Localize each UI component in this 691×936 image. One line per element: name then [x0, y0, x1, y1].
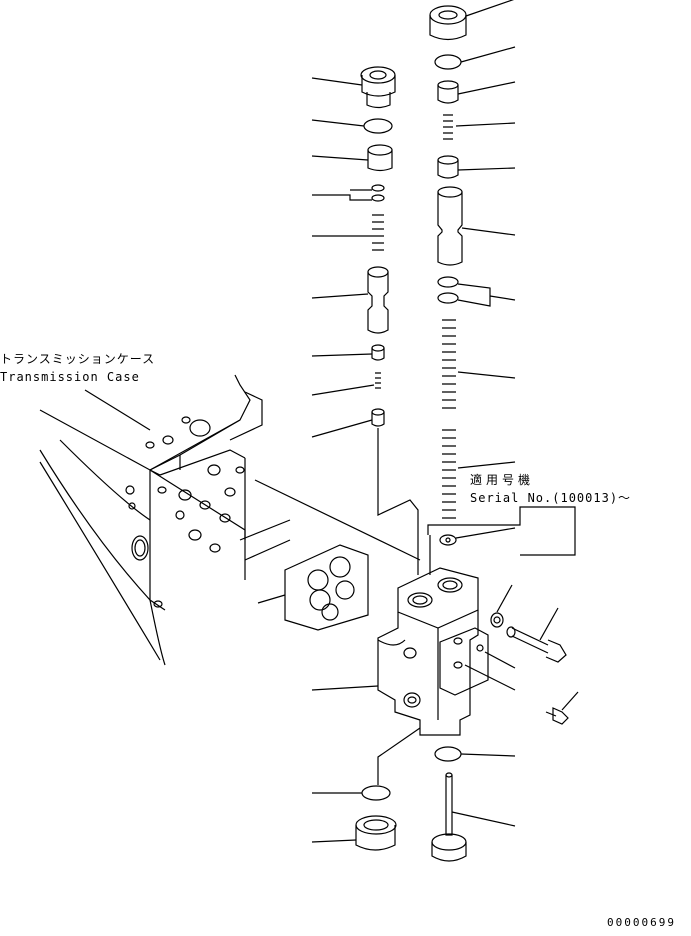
- right-column-parts: [428, 0, 575, 861]
- serial-applicability-label-jp: 適用号機: [470, 473, 535, 487]
- case-leader-line: [85, 390, 150, 430]
- left-column-parts: [312, 67, 420, 850]
- bolt-washer-group: [491, 585, 578, 724]
- transmission-case-label-en: Transmission Case: [0, 370, 140, 384]
- case-to-valve-line: [255, 480, 420, 560]
- transmission-case-label-jp: トランスミッションケース: [0, 352, 156, 366]
- transmission-case: [40, 375, 290, 665]
- o-ring-group: [258, 545, 368, 630]
- serial-number-label: Serial No.(100013)～: [470, 491, 632, 505]
- valve-body: [312, 535, 515, 735]
- drawing-code: 00000699: [607, 916, 676, 929]
